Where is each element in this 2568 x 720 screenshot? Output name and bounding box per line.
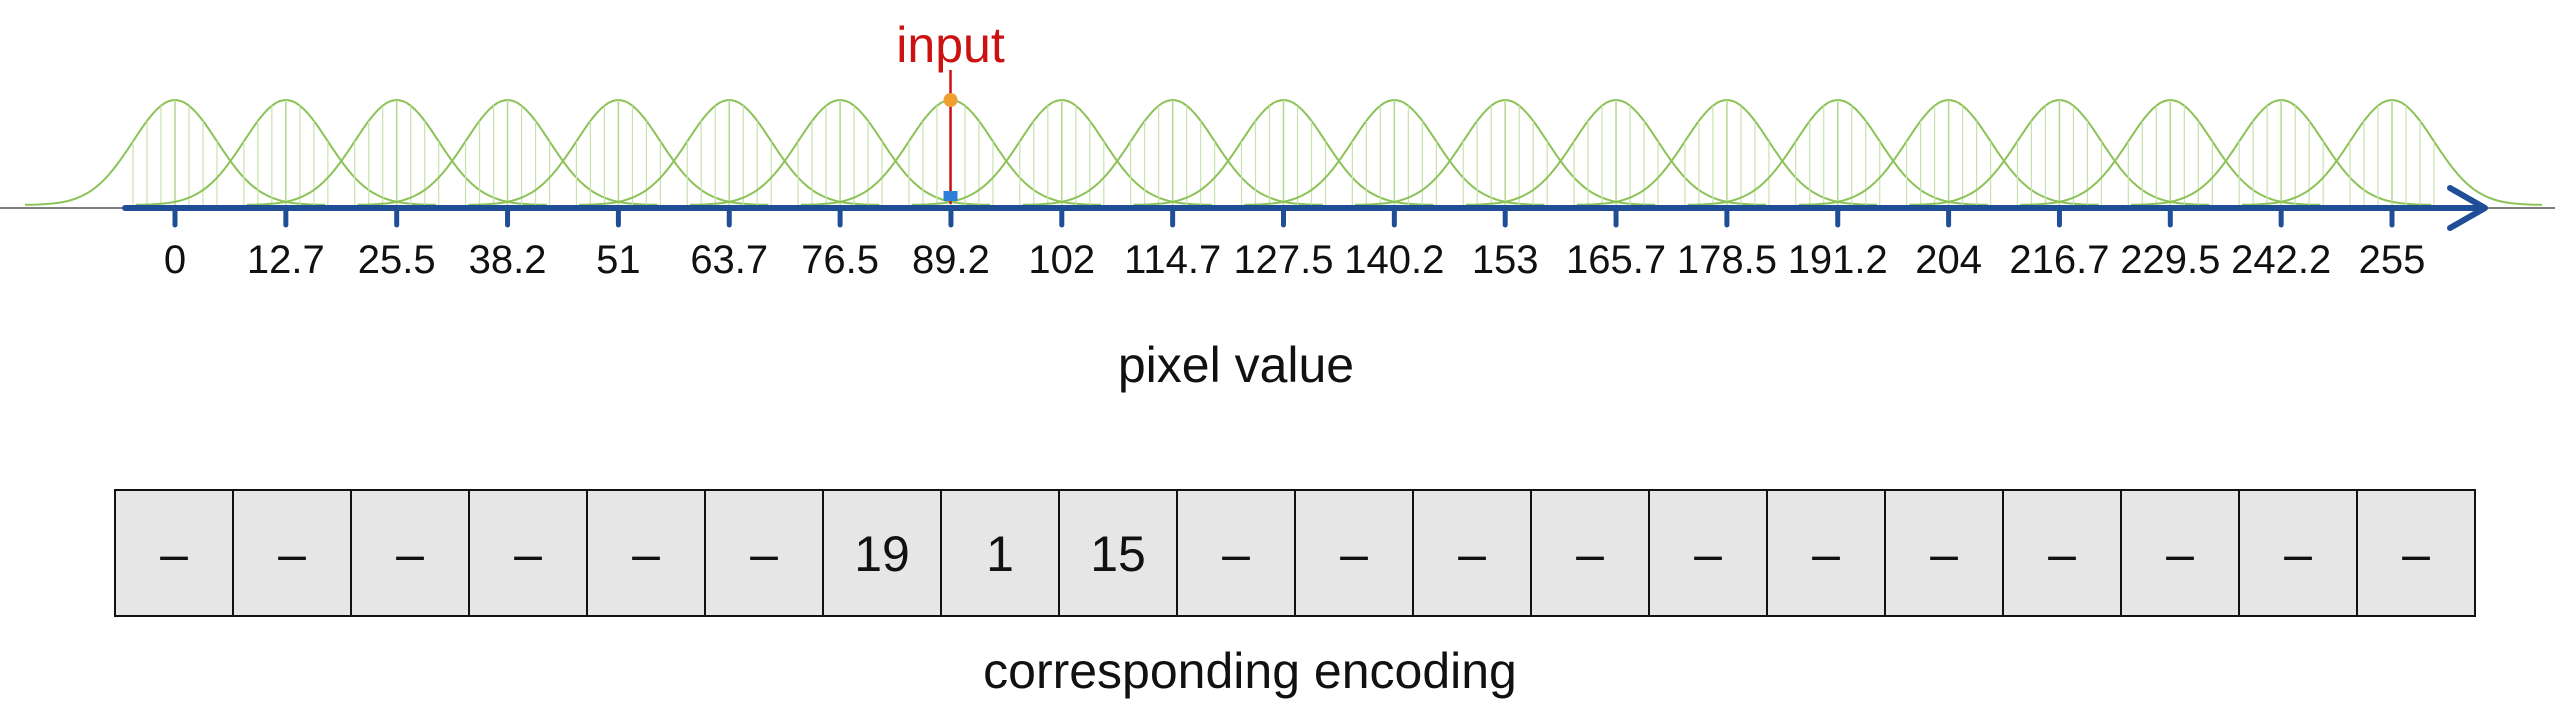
tick-label: 25.5 bbox=[358, 238, 436, 282]
cell-value: 19 bbox=[854, 526, 910, 582]
tick-label: 38.2 bbox=[469, 238, 547, 282]
encoding-cells: – – – – – – 19 1 15 – – – – – – – – – – – bbox=[114, 489, 2476, 617]
cell-value: – bbox=[2284, 526, 2312, 582]
gaussian-receptive-fields bbox=[25, 99, 2542, 206]
tick-label: 0 bbox=[164, 238, 186, 282]
cell-box bbox=[704, 489, 824, 617]
cell-box bbox=[1884, 489, 2004, 617]
cell-box bbox=[1766, 489, 1886, 617]
tick-label: 255 bbox=[2359, 238, 2426, 282]
cell-value: – bbox=[632, 526, 660, 582]
cell-value: – bbox=[2048, 526, 2076, 582]
encoding-cell: – bbox=[1884, 489, 2004, 617]
encoding-cell: – bbox=[704, 489, 824, 617]
cell-box bbox=[468, 489, 588, 617]
cell-box bbox=[822, 489, 942, 617]
cell-value: – bbox=[278, 526, 306, 582]
cell-box bbox=[1294, 489, 1414, 617]
axis-title: pixel value bbox=[1118, 337, 1354, 393]
tick-label: 127.5 bbox=[1233, 238, 1333, 282]
cell-box bbox=[940, 489, 1060, 617]
cell-value: – bbox=[514, 526, 542, 582]
cell-box bbox=[586, 489, 706, 617]
cell-box bbox=[1648, 489, 1768, 617]
tick-label: 216.7 bbox=[2009, 238, 2109, 282]
cell-box bbox=[232, 489, 352, 617]
cell-box bbox=[1412, 489, 1532, 617]
cell-box bbox=[114, 489, 234, 617]
encoding-title: corresponding encoding bbox=[983, 643, 1517, 699]
encoding-cell: 15 bbox=[1058, 489, 1178, 617]
encoding-cell: 19 bbox=[822, 489, 942, 617]
tick-label: 242.2 bbox=[2231, 238, 2331, 282]
cell-value: – bbox=[1222, 526, 1250, 582]
encoding-cell: – bbox=[586, 489, 706, 617]
encoding-cell: – bbox=[1412, 489, 1532, 617]
cell-box bbox=[1176, 489, 1296, 617]
encoding-cell: – bbox=[350, 489, 470, 617]
input-marker bbox=[943, 70, 958, 204]
encoding-cell: 1 bbox=[940, 489, 1060, 617]
cell-value: 15 bbox=[1090, 526, 1146, 582]
tick-label: 63.7 bbox=[690, 238, 768, 282]
tick-label: 229.5 bbox=[2120, 238, 2220, 282]
tick-label: 114.7 bbox=[1124, 238, 1221, 282]
axis-ticks: 0 12.7 25.5 38.2 51 63.7 76.5 89.2 102 114.7 127.5… bbox=[164, 205, 2426, 282]
tick-label: 89.2 bbox=[912, 238, 990, 282]
cell-box bbox=[2238, 489, 2358, 617]
cell-value: – bbox=[1812, 526, 1840, 582]
cell-value: – bbox=[750, 526, 778, 582]
encoding-cell: – bbox=[1766, 489, 1886, 617]
tick-label: 165.7 bbox=[1566, 238, 1666, 282]
encoding-cell: – bbox=[114, 489, 234, 617]
tick-label: 102 bbox=[1028, 238, 1095, 282]
tick-label: 178.5 bbox=[1677, 238, 1777, 282]
input-base-marker bbox=[943, 191, 958, 201]
tick-label: 12.7 bbox=[247, 238, 325, 282]
cell-value: – bbox=[1694, 526, 1722, 582]
encoding-cell: – bbox=[2238, 489, 2358, 617]
cell-value: – bbox=[1930, 526, 1958, 582]
tick-label: 191.2 bbox=[1788, 238, 1888, 282]
cell-value: – bbox=[2166, 526, 2194, 582]
encoding-cell: – bbox=[1176, 489, 1296, 617]
encoding-cell: – bbox=[2120, 489, 2240, 617]
axis-arrowhead bbox=[2447, 185, 2488, 231]
cell-box bbox=[1530, 489, 1650, 617]
input-label: input bbox=[896, 17, 1005, 73]
tick-label: 204 bbox=[1915, 238, 1982, 282]
encoding-cell: – bbox=[468, 489, 588, 617]
encoding-cell: – bbox=[1648, 489, 1768, 617]
cell-box bbox=[2002, 489, 2122, 617]
cell-value: – bbox=[1576, 526, 1604, 582]
cell-box bbox=[2356, 489, 2476, 617]
encoding-cell: – bbox=[232, 489, 352, 617]
encoding-cell: – bbox=[1294, 489, 1414, 617]
encoding-cell: – bbox=[2356, 489, 2476, 617]
cell-value: 1 bbox=[986, 526, 1014, 582]
cell-box bbox=[1058, 489, 1178, 617]
cell-value: – bbox=[396, 526, 424, 582]
encoding-cell: – bbox=[1530, 489, 1650, 617]
encoding-cell: – bbox=[2002, 489, 2122, 617]
tick-label: 76.5 bbox=[801, 238, 879, 282]
tick-label: 153 bbox=[1472, 238, 1539, 282]
tick-label: 140.2 bbox=[1344, 238, 1444, 282]
tick-label: 51 bbox=[596, 238, 641, 282]
cell-value: – bbox=[2402, 526, 2430, 582]
cell-value: – bbox=[1458, 526, 1486, 582]
input-response-dot bbox=[943, 93, 958, 107]
cell-box bbox=[2120, 489, 2240, 617]
cell-value: – bbox=[160, 526, 188, 582]
cell-value: – bbox=[1340, 526, 1368, 582]
